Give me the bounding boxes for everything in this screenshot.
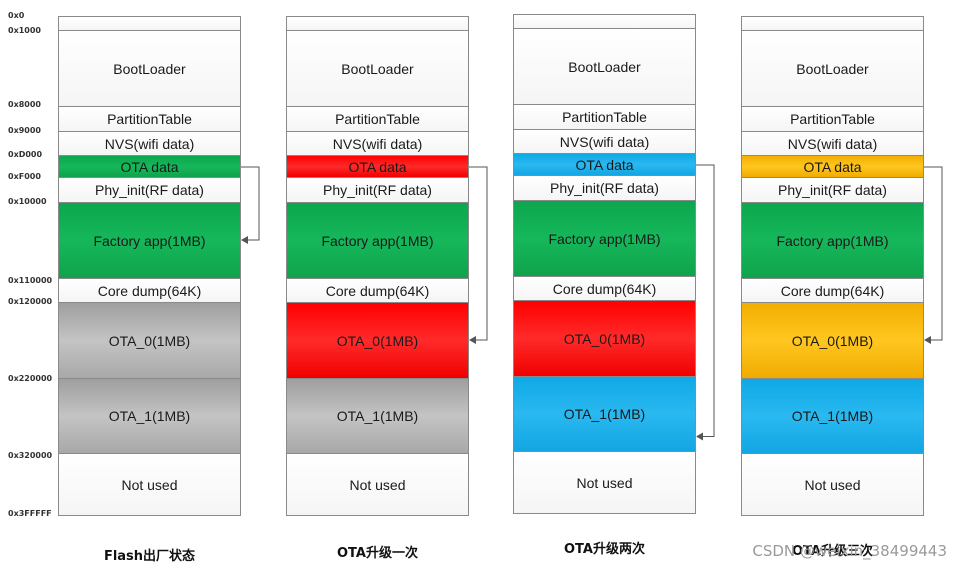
address-label: 0x9000 xyxy=(8,126,41,135)
partition-bootloader: BootLoader xyxy=(58,30,241,107)
partition-partitiontable: PartitionTable xyxy=(741,106,924,132)
partition-phy-init-rf-data: Phy_init(RF data) xyxy=(286,177,469,203)
partition-ota-1-1mb: OTA_1(1MB) xyxy=(513,376,696,452)
address-label: 0xF000 xyxy=(8,172,41,181)
address-label: 0x0 xyxy=(8,11,25,20)
column-caption: OTA升级两次 xyxy=(564,542,645,557)
partition-label: OTA data xyxy=(803,158,862,175)
arrow-head-icon xyxy=(469,336,476,344)
partition-label: PartitionTable xyxy=(107,111,192,127)
partition-label: BootLoader xyxy=(113,60,186,77)
partition-ota-data: OTA data xyxy=(741,155,924,178)
partition-label: BootLoader xyxy=(568,58,641,75)
partition-label: Core dump(64K) xyxy=(780,282,885,299)
ota-arrow-line xyxy=(696,164,715,437)
partition-label: OTA data xyxy=(575,156,634,173)
partition-phy-init-rf-data: Phy_init(RF data) xyxy=(513,175,696,201)
partition-label: OTA data xyxy=(348,158,407,175)
partition-label: OTA_0(1MB) xyxy=(791,332,874,349)
column-caption: OTA升级一次 xyxy=(337,546,418,561)
partition-core-dump-64k: Core dump(64K) xyxy=(513,276,696,301)
partition-factory-app-1mb: Factory app(1MB) xyxy=(58,202,241,279)
partition-label: OTA_0(1MB) xyxy=(563,330,646,347)
partition-label: Factory app(1MB) xyxy=(321,232,434,249)
partition-label: OTA_1(1MB) xyxy=(108,408,191,424)
ota-arrow-line xyxy=(469,166,488,341)
csdn-watermark: CSDN @weixin_38499443 xyxy=(752,542,947,560)
partition-bootloader: BootLoader xyxy=(513,28,696,105)
partition-label: Not used xyxy=(121,476,178,493)
partition-ota-0-1mb: OTA_0(1MB) xyxy=(286,302,469,379)
arrow-head-icon xyxy=(696,432,703,441)
partition-label: Phy_init(RF data) xyxy=(95,182,204,198)
partition-ota-0-1mb: OTA_0(1MB) xyxy=(741,302,924,379)
partition-label: Factory app(1MB) xyxy=(548,230,661,247)
partition-ota-data: OTA data xyxy=(58,155,241,178)
ota-arrow-line xyxy=(924,166,943,341)
partition-label: OTA_1(1MB) xyxy=(791,408,874,424)
partition-label: Phy_init(RF data) xyxy=(323,182,432,198)
partition-ota-0-1mb: OTA_0(1MB) xyxy=(58,302,241,379)
column-caption: OTA升级三次 xyxy=(792,544,873,559)
partition-bootloader: BootLoader xyxy=(741,30,924,107)
partition-label: PartitionTable xyxy=(790,111,875,127)
partition-label: PartitionTable xyxy=(562,109,647,125)
partition-factory-app-1mb: Factory app(1MB) xyxy=(741,202,924,279)
partition-factory-app-1mb: Factory app(1MB) xyxy=(513,200,696,277)
partition-label: OTA_1(1MB) xyxy=(563,406,646,422)
partition-label: Not used xyxy=(576,474,633,491)
partition-not-used: Not used xyxy=(513,451,696,514)
partition-partitiontable: PartitionTable xyxy=(58,106,241,132)
partition-label: NVS(wifi data) xyxy=(559,133,650,150)
partition-label: NVS(wifi data) xyxy=(787,135,878,152)
ota-arrow-line xyxy=(241,166,260,241)
address-label: 0x3FFFFF xyxy=(8,509,52,518)
partition-bootloader: BootLoader xyxy=(286,30,469,107)
partition-core-dump-64k: Core dump(64K) xyxy=(58,278,241,303)
arrow-head-icon xyxy=(924,336,931,344)
partition-label: OTA_0(1MB) xyxy=(336,332,419,349)
partition-label: NVS(wifi data) xyxy=(332,135,423,152)
partition-label: Phy_init(RF data) xyxy=(778,182,887,198)
partition-label: Core dump(64K) xyxy=(552,280,657,297)
address-label: 0x1000 xyxy=(8,26,41,35)
partition-not-used: Not used xyxy=(286,453,469,516)
partition-ota-1-1mb: OTA_1(1MB) xyxy=(286,378,469,454)
partition-label: OTA data xyxy=(120,158,179,175)
partition-label: OTA_1(1MB) xyxy=(336,408,419,424)
partition-not-used: Not used xyxy=(58,453,241,516)
partition-label: Phy_init(RF data) xyxy=(550,180,659,196)
partition-label: NVS(wifi data) xyxy=(104,135,195,152)
partition-label: Core dump(64K) xyxy=(97,282,202,299)
address-label: 0x8000 xyxy=(8,100,41,109)
address-label: 0x320000 xyxy=(8,451,53,460)
partition-label: OTA_0(1MB) xyxy=(108,332,191,349)
partition-ota-1-1mb: OTA_1(1MB) xyxy=(741,378,924,454)
partition-label: BootLoader xyxy=(341,60,414,77)
partition-label: BootLoader xyxy=(796,60,869,77)
address-label: 0x220000 xyxy=(8,374,53,383)
partition-partitiontable: PartitionTable xyxy=(286,106,469,132)
address-label: 0xD000 xyxy=(8,150,43,159)
partition-ota-0-1mb: OTA_0(1MB) xyxy=(513,300,696,377)
partition-label: PartitionTable xyxy=(335,111,420,127)
partition-not-used: Not used xyxy=(741,453,924,516)
column-caption: Flash出厂状态 xyxy=(103,549,196,564)
address-label: 0x10000 xyxy=(8,197,47,206)
partition-label: Not used xyxy=(804,476,861,493)
address-label: 0x110000 xyxy=(8,276,53,285)
partition-label: Core dump(64K) xyxy=(325,282,430,299)
partition-nvs-wifi-data: NVS(wifi data) xyxy=(741,131,924,156)
arrow-head-icon xyxy=(241,236,248,244)
address-label: 0x120000 xyxy=(8,297,53,306)
partition-label: Factory app(1MB) xyxy=(776,232,889,249)
partition-label: Factory app(1MB) xyxy=(93,232,206,249)
partition-nvs-wifi-data: NVS(wifi data) xyxy=(286,131,469,156)
partition-ota-1-1mb: OTA_1(1MB) xyxy=(58,378,241,454)
partition-label: Not used xyxy=(349,476,406,493)
